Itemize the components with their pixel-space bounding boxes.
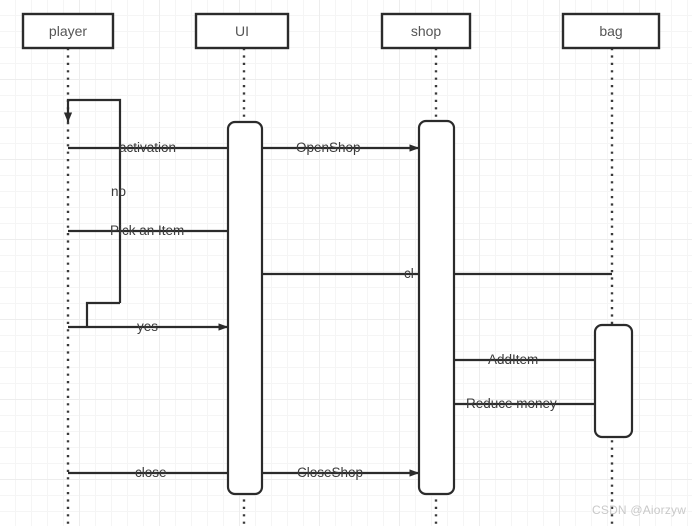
activation-shop [417,119,456,496]
activation-bag [593,323,634,439]
message-label-closeshop: CloseShop [297,465,364,480]
watermark-text: CSDN @Aiorzyw [592,503,687,517]
message-label-close: close [135,465,167,480]
message-label-activation: activation [119,140,177,155]
participant-box-player[interactable] [21,12,115,50]
message-label-yes: yes [137,319,159,334]
participant-box-group [21,12,661,50]
message-label-cl: cl [404,267,414,281]
lifeline-group [66,48,614,526]
message-line-group [68,144,612,477]
loop-path-group [63,98,229,331]
message-label-reduce-money: Reduce money [466,396,557,411]
message-label-no: no [111,184,127,199]
loop-top-bracket [63,98,122,303]
participant-box-bag[interactable] [561,12,661,50]
activation-group [226,119,634,496]
activation-ui [226,120,264,496]
participant-box-shop[interactable] [380,12,472,50]
message-label-openshop: OpenShop [296,140,361,155]
loop-bottom-bend [85,301,120,327]
participant-box-ui[interactable] [194,12,290,50]
message-label-pick-an-item: Pick an Item [110,223,185,238]
message-label-additem: AddItem [488,352,539,367]
